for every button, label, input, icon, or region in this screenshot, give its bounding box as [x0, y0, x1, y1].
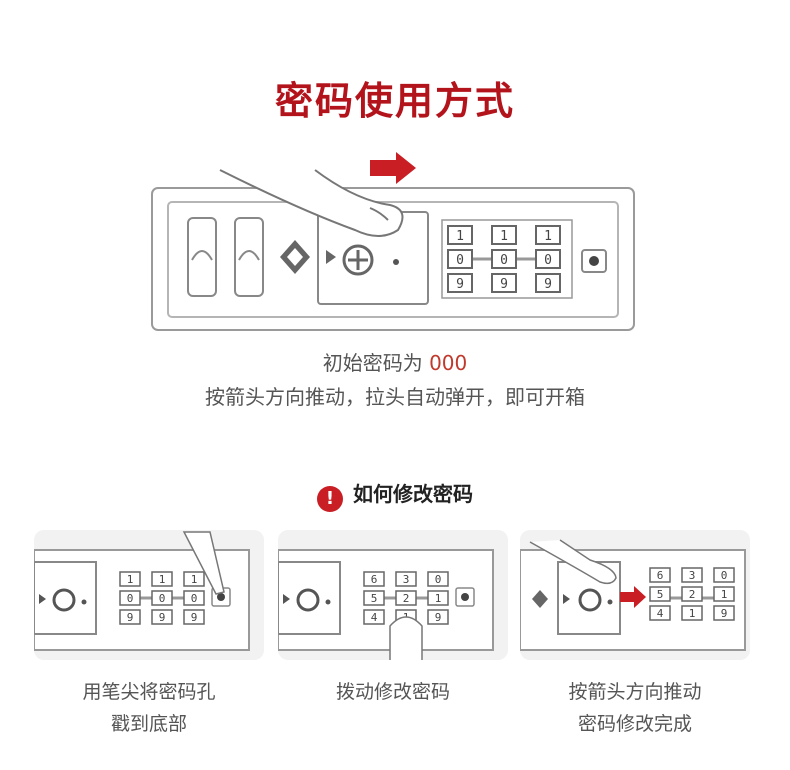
lock-illustration: 1 1 1 0 0 0 9 9 9 [151, 152, 635, 331]
svg-text:9: 9 [435, 611, 442, 624]
svg-text:3: 3 [689, 569, 696, 582]
svg-text:4: 4 [371, 611, 378, 624]
step-1-caption: 用笔尖将密码孔 戳到底部 [82, 681, 216, 735]
step-2-caption: 拨动修改密码 [335, 681, 450, 703]
svg-text:9: 9 [127, 611, 134, 624]
tsa-logo-icon [280, 240, 310, 274]
dial-digit: 9 [500, 277, 508, 292]
step-3-illustration: 6 3 0 5 2 1 4 1 9 [520, 530, 750, 660]
dial-digit: 0 [544, 253, 552, 268]
open-instruction: 按箭头方向推动，拉头自动弹开，即可开箱 [205, 385, 585, 409]
push-arrow-icon [620, 586, 646, 608]
initial-code-caption: 初始密码为 000 [322, 351, 468, 375]
dial-digit: 1 [500, 229, 508, 244]
dial-digit: 9 [456, 277, 464, 292]
svg-text:9: 9 [191, 611, 198, 624]
svg-text:4: 4 [657, 607, 664, 620]
svg-text:0: 0 [721, 569, 728, 582]
step-2-illustration: 6 3 0 5 2 1 4 1 9 [278, 530, 508, 660]
svg-text:1: 1 [159, 573, 166, 586]
dial-digit: 1 [544, 229, 552, 244]
svg-text:1: 1 [435, 592, 442, 605]
svg-text:1: 1 [191, 573, 198, 586]
svg-text:3: 3 [403, 573, 410, 586]
svg-text:1: 1 [689, 607, 696, 620]
svg-text:5: 5 [657, 588, 664, 601]
dial-digit: 0 [456, 253, 464, 268]
step-1-illustration: 1 1 1 0 0 0 9 9 9 [34, 530, 264, 660]
push-arrow-icon [370, 152, 416, 184]
dial-digit: 0 [500, 253, 508, 268]
dial-digit: 9 [544, 277, 552, 292]
svg-text:5: 5 [371, 592, 378, 605]
svg-text:2: 2 [689, 588, 696, 601]
svg-text:9: 9 [159, 611, 166, 624]
svg-text:1: 1 [721, 588, 728, 601]
svg-text:0: 0 [159, 592, 166, 605]
dial-digit: 1 [456, 229, 464, 244]
svg-text:0: 0 [127, 592, 134, 605]
svg-text:1: 1 [127, 573, 134, 586]
svg-text:2: 2 [403, 592, 410, 605]
svg-text:9: 9 [721, 607, 728, 620]
svg-text:6: 6 [657, 569, 664, 582]
svg-text:0: 0 [435, 573, 442, 586]
svg-text:0: 0 [191, 592, 198, 605]
section-heading: !如何修改密码 [0, 478, 790, 512]
page-title: 密码使用方式 [274, 79, 515, 123]
initial-code: 000 [429, 351, 468, 375]
step-3-caption: 按箭头方向推动 密码修改完成 [568, 681, 702, 735]
svg-text:6: 6 [371, 573, 378, 586]
warning-icon: ! [317, 486, 343, 512]
